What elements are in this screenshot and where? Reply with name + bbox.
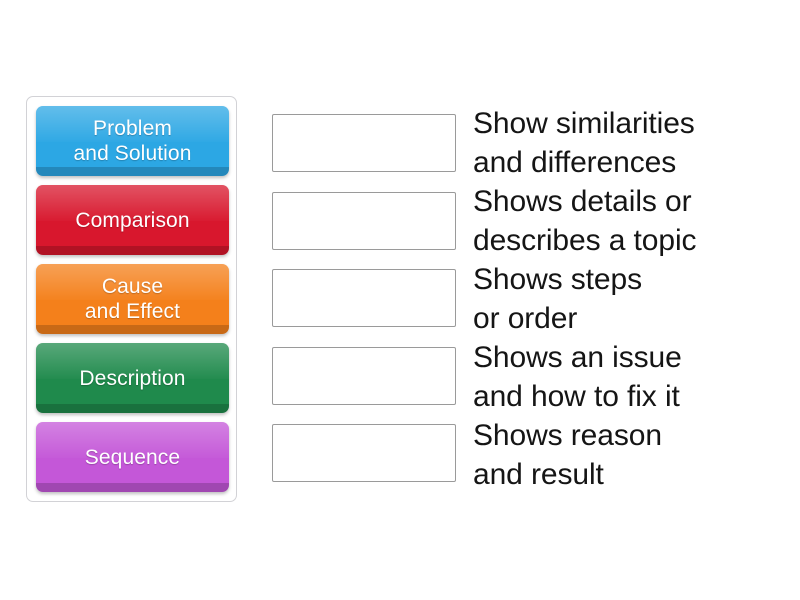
prompt-column: Show similarities and differences Shows … <box>473 104 795 494</box>
tile-label: Cause and Effect <box>84 275 181 323</box>
tile-description[interactable]: Description <box>36 343 229 413</box>
prompt-text: Shows an issue and how to fix it <box>473 341 682 413</box>
prompt-text: Shows steps or order <box>473 263 642 335</box>
tile-comparison[interactable]: Comparison <box>36 185 229 255</box>
tile-label: Comparison <box>75 208 190 232</box>
tile-label: Description <box>79 366 186 390</box>
prompt-text: Shows reason and result <box>473 419 662 491</box>
prompt-text: Shows details or describes a topic <box>473 185 697 257</box>
tile-cause-and-effect[interactable]: Cause and Effect <box>36 264 229 334</box>
prompt-text: Show similarities and differences <box>473 107 695 179</box>
tile-sequence[interactable]: Sequence <box>36 422 229 492</box>
drop-box[interactable] <box>272 346 456 405</box>
drop-target-column <box>272 114 456 482</box>
drop-box[interactable] <box>272 191 456 250</box>
drop-box[interactable] <box>272 114 456 172</box>
drop-box[interactable] <box>272 269 456 327</box>
tile-label: Sequence <box>84 445 181 469</box>
drop-box[interactable] <box>272 424 456 482</box>
tile-problem-and-solution[interactable]: Problem and Solution <box>36 106 229 176</box>
tile-label: Problem and Solution <box>73 117 192 165</box>
tile-tray: Problem and Solution Comparison Cause an… <box>26 96 237 502</box>
